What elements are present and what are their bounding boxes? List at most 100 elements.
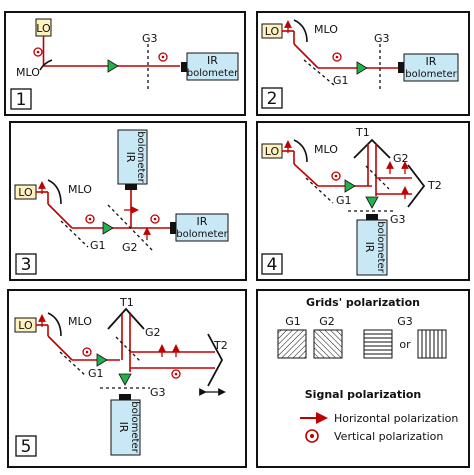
signal-title: Signal polarization bbox=[305, 388, 421, 401]
grid-g1 bbox=[303, 59, 335, 86]
legend-panel: Grids' polarization G1 G2 G3 or Signal p… bbox=[256, 289, 470, 468]
green-arrow-icon bbox=[107, 59, 119, 73]
bolometer-label: bolometer bbox=[187, 68, 239, 79]
panel-number-box bbox=[10, 88, 32, 110]
panel-1: LO MLO G3 IR bolometer 1 bbox=[4, 11, 246, 116]
grid-g2 bbox=[107, 204, 155, 253]
detector-window bbox=[398, 62, 404, 73]
green-arrow-icon bbox=[356, 61, 368, 75]
detector-window bbox=[170, 222, 176, 234]
vertical-polarization-icon bbox=[331, 171, 341, 181]
g2-label: G2 bbox=[393, 152, 409, 165]
vertical-polarization-icon bbox=[82, 347, 92, 357]
panel-number: 3 bbox=[21, 255, 32, 275]
g1-label: G1 bbox=[90, 239, 106, 252]
beam bbox=[47, 203, 73, 229]
panel-number-box bbox=[15, 253, 37, 275]
g3-label: G3 bbox=[142, 32, 158, 45]
bolometer-label: bolometer bbox=[405, 69, 457, 80]
mlo-label: MLO bbox=[16, 66, 40, 79]
g1-label: G1 bbox=[88, 367, 104, 380]
ir-label: IR bbox=[363, 242, 376, 253]
vertical-polarization-icon bbox=[171, 369, 181, 379]
ir-bolometer bbox=[110, 399, 141, 456]
lo-label: LO bbox=[265, 145, 280, 158]
grid-swatch-g3-horizontal bbox=[363, 329, 393, 359]
beam bbox=[293, 43, 319, 69]
t2-label: T2 bbox=[213, 339, 228, 352]
green-arrow-icon bbox=[118, 373, 132, 386]
ir-bolometer bbox=[186, 52, 239, 81]
ir-bolometer bbox=[356, 219, 388, 276]
g3-label: G3 bbox=[374, 32, 390, 45]
ir-bolometer bbox=[403, 53, 459, 82]
panel-number: 1 bbox=[16, 90, 27, 110]
ir-label: IR bbox=[426, 55, 437, 68]
roof-mirror-t2 bbox=[407, 164, 426, 208]
grid-name: G2 bbox=[319, 315, 335, 328]
detector-window bbox=[125, 184, 137, 190]
vertical-polarization-icon bbox=[158, 52, 168, 62]
vertical-polarization-icon bbox=[332, 52, 342, 62]
t1-label: T1 bbox=[355, 126, 370, 139]
mlo-mirror bbox=[47, 312, 62, 337]
vertical-polarization-icon bbox=[85, 214, 95, 224]
ir-label: IR bbox=[117, 422, 130, 433]
t1-label: T1 bbox=[119, 296, 134, 309]
panel-number: 5 bbox=[21, 437, 32, 457]
beam bbox=[47, 335, 73, 361]
detector-window bbox=[181, 62, 187, 72]
t2-label: T2 bbox=[427, 179, 442, 192]
mlo-label: MLO bbox=[68, 183, 92, 196]
lo-label: LO bbox=[18, 319, 33, 332]
vertical-polarization-icon bbox=[305, 429, 319, 443]
bolometer-label: bolometer bbox=[129, 401, 140, 453]
g2-label: G2 bbox=[122, 241, 138, 254]
g3-label: G3 bbox=[390, 213, 406, 226]
grid-g1 bbox=[305, 177, 334, 204]
panel-5: LO MLO G1 T1 G2 T2 G3 bbox=[7, 289, 247, 468]
grid-name: G1 bbox=[285, 315, 301, 328]
green-arrow-icon bbox=[96, 353, 108, 367]
roof-mirror-t1 bbox=[107, 307, 145, 330]
mlo-mirror bbox=[293, 19, 308, 43]
grids-title: Grids' polarization bbox=[306, 296, 420, 309]
green-arrow-icon bbox=[344, 179, 356, 193]
mlo-mirror bbox=[39, 59, 53, 71]
vertical-polarization-icon bbox=[150, 214, 160, 224]
lo-label: LO bbox=[36, 22, 51, 35]
horizontal-label: Horizontal polarization bbox=[334, 412, 458, 425]
g1-label: G1 bbox=[333, 74, 349, 87]
g2-label: G2 bbox=[145, 326, 161, 339]
ir-bolometer-right bbox=[175, 213, 229, 242]
panel-number: 2 bbox=[267, 89, 278, 109]
g3-label: G3 bbox=[150, 386, 166, 399]
panel-number-box bbox=[15, 435, 37, 457]
or-label: or bbox=[399, 338, 411, 351]
bolometer-label: bolometer bbox=[375, 221, 386, 273]
roof-mirror-t2 bbox=[207, 333, 224, 387]
beam bbox=[293, 163, 319, 187]
vertical-label: Vertical polarization bbox=[334, 430, 443, 443]
panel-number-box bbox=[261, 253, 283, 275]
panel-number: 4 bbox=[267, 255, 278, 275]
lo-label: LO bbox=[265, 25, 280, 38]
panel-3: LO MLO G1 G2 IR bolometer IR bolometer bbox=[9, 121, 247, 281]
ir-label: IR bbox=[124, 152, 137, 163]
mlo-mirror bbox=[293, 139, 308, 163]
grid-name: G3 bbox=[397, 315, 413, 328]
grid-swatch-g3-vertical bbox=[417, 329, 447, 359]
mlo-label: MLO bbox=[314, 143, 338, 156]
ir-label: IR bbox=[197, 215, 208, 228]
grid-g1 bbox=[60, 220, 89, 248]
g1-label: G1 bbox=[336, 194, 352, 207]
mlo-label: MLO bbox=[314, 23, 338, 36]
panel-2: LO MLO G1 G3 IR bolometer 2 bbox=[256, 11, 470, 116]
grid-swatch-g1 bbox=[277, 329, 307, 359]
bolometer-label: bolometer bbox=[135, 131, 146, 183]
green-arrow-icon bbox=[365, 196, 379, 209]
panel-number-box bbox=[261, 87, 283, 109]
mlo-mirror bbox=[47, 179, 62, 205]
grid-swatch-g2 bbox=[313, 329, 343, 359]
